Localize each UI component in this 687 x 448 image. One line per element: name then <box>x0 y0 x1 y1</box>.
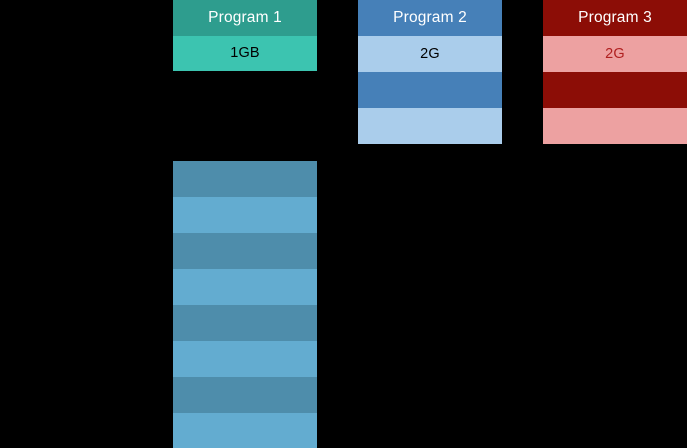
memory-stripe-6[interactable] <box>173 341 317 377</box>
memory-stripe-3[interactable] <box>173 233 317 269</box>
memory-stripe-4[interactable] <box>173 269 317 305</box>
program-1-memory-value[interactable]: 1GB <box>173 36 317 71</box>
program-column-1[interactable]: Program 1 1GB <box>173 0 317 71</box>
program-2-title: Program 2 <box>393 9 467 27</box>
program-1-memory-label: 1GB <box>230 45 260 62</box>
program-2-memory-segment-4[interactable] <box>358 108 502 144</box>
memory-stripe-5[interactable] <box>173 305 317 341</box>
program-column-3[interactable]: Program 3 2G <box>543 0 687 144</box>
program-column-2[interactable]: Program 2 2G <box>358 0 502 144</box>
memory-stripe-8[interactable] <box>173 413 317 448</box>
program-1-header[interactable]: Program 1 <box>173 0 317 36</box>
memory-stripe-1[interactable] <box>173 161 317 197</box>
program-2-memory-label: 2G <box>420 45 440 62</box>
program-3-memory-label: 2G <box>605 45 625 62</box>
program-3-memory-segment-3[interactable] <box>543 72 687 108</box>
memory-block[interactable] <box>173 161 317 448</box>
memory-stripe-7[interactable] <box>173 377 317 413</box>
program-1-title: Program 1 <box>208 9 282 27</box>
program-2-memory-segment-3[interactable] <box>358 72 502 108</box>
program-3-title: Program 3 <box>578 9 652 27</box>
program-2-header[interactable]: Program 2 <box>358 0 502 36</box>
program-3-memory-segment-4[interactable] <box>543 108 687 144</box>
memory-stripe-2[interactable] <box>173 197 317 233</box>
program-3-header[interactable]: Program 3 <box>543 0 687 36</box>
program-2-memory-value[interactable]: 2G <box>358 36 502 72</box>
program-3-memory-value[interactable]: 2G <box>543 36 687 72</box>
